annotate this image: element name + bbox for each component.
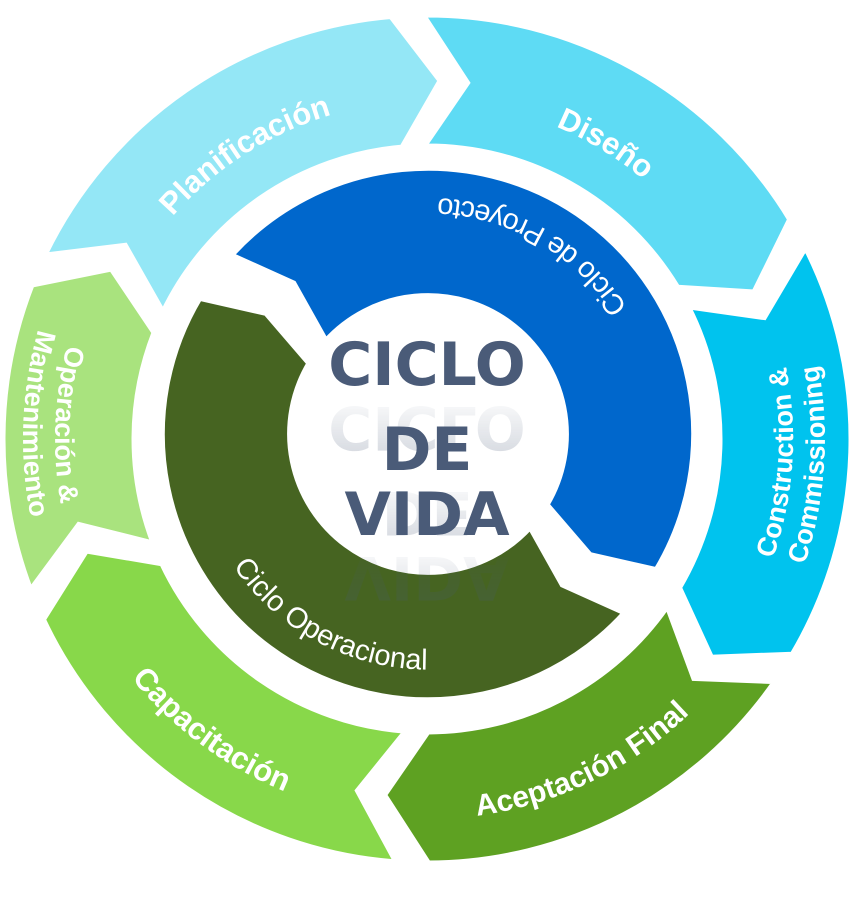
center-title-line: VIDA <box>345 480 511 550</box>
cycle-operacional-arrow <box>158 294 631 704</box>
stage-operacion-arrow <box>0 266 158 595</box>
center-title-reflection: DE <box>382 477 473 547</box>
stage-construction-arrow <box>676 242 852 660</box>
center-circle <box>291 298 563 570</box>
stage-capacitacion-arrow <box>40 548 411 865</box>
center-title-line: CICLO <box>328 330 526 400</box>
stage-aceptacion-arrow <box>381 601 780 866</box>
cycle-proyecto: Ciclo de Proyecto <box>225 164 698 574</box>
center-title-reflection: CICLO <box>328 392 526 462</box>
stage-capacitacion: Capacitación <box>40 548 411 865</box>
stage-operacion: Operación &Mantenimiento <box>0 266 158 595</box>
center-title-reflection: VIDA <box>345 542 511 612</box>
stage-diseno: Diseño <box>418 12 793 295</box>
stage-construction: Construction &Commissioning <box>676 242 852 660</box>
stage-diseno-arrow <box>418 12 793 295</box>
cycle-proyecto-arrow <box>225 164 698 574</box>
stage-planificacion-arrow <box>40 13 444 318</box>
center-title-line: DE <box>382 415 473 485</box>
